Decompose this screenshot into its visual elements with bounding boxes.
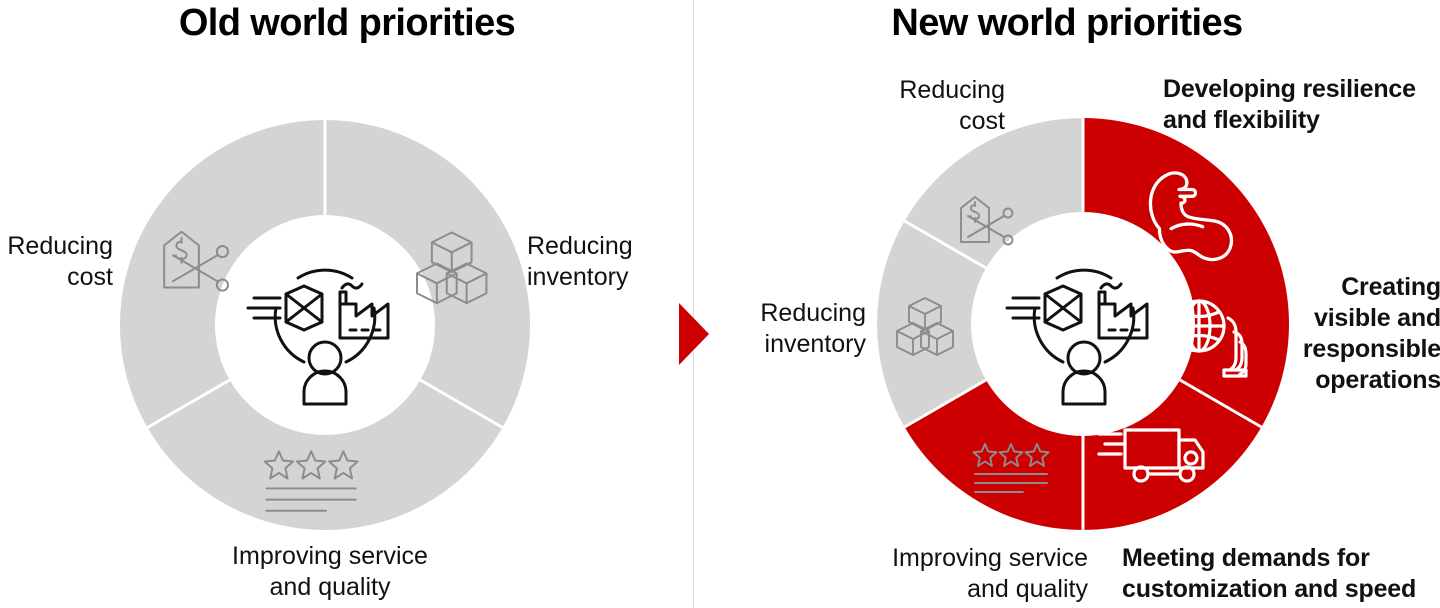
label-improving-service-new: Improving service and quality: [892, 544, 1088, 603]
donut-segment-reducing-inventory[interactable]: [325, 120, 530, 428]
stacked-boxes-icon: [416, 231, 488, 305]
stacked-boxes-icon: [896, 297, 954, 356]
label-developing-resilience: Developing resilience and flexibility: [1163, 75, 1416, 134]
donut-segment-creating-visibility[interactable]: [1083, 380, 1262, 530]
label-reducing-inventory-new: Reducing inventory: [760, 299, 866, 358]
donut-segment-developing-resilience[interactable]: [1083, 118, 1289, 427]
donut-segment-improving-service[interactable]: [877, 221, 986, 427]
three-stars-rating-icon: [263, 450, 359, 512]
label-reducing-inventory-old: Reducing inventory: [527, 232, 633, 291]
donut-segment-reducing-inventory[interactable]: [904, 118, 1083, 268]
donut-chart-new-world: [877, 118, 1289, 530]
donut-segments-old: [120, 120, 530, 530]
page-title-new-world: New world priorities: [891, 2, 1243, 44]
price-tag-scissors-icon: [163, 230, 230, 292]
panel-old-world: Old world priorities: [0, 0, 694, 608]
supply-chain-hub-icon: [1005, 268, 1149, 406]
donut-separators-old: [146, 120, 504, 429]
donut-segment-improving-service[interactable]: [147, 380, 503, 530]
label-reducing-cost-new: Reducing cost: [899, 76, 1005, 135]
red-right-triangle-arrow-icon: [679, 303, 709, 365]
supply-chain-hub-icon: [246, 268, 390, 406]
globe-in-hands-icon: [1150, 299, 1248, 378]
donut-separators-new: [903, 118, 1263, 530]
label-improving-service-old: Improving service and quality: [232, 542, 428, 601]
three-stars-rating-icon: [972, 443, 1050, 493]
label-meeting-demands: Meeting demands for customization and sp…: [1122, 544, 1417, 603]
label-creating-visibility: Creating visible and responsible operati…: [1302, 273, 1440, 394]
delivery-truck-speed-icon: [1097, 428, 1205, 483]
price-tag-scissors-icon: [960, 196, 1014, 246]
page-title-old-world: Old world priorities: [178, 2, 516, 44]
label-reducing-cost-old: Reducing cost: [7, 232, 113, 291]
flexed-bicep-icon: [1148, 171, 1234, 262]
donut-chart-old-world: [120, 120, 530, 530]
donut-segment-reducing-cost[interactable]: [120, 120, 326, 428]
